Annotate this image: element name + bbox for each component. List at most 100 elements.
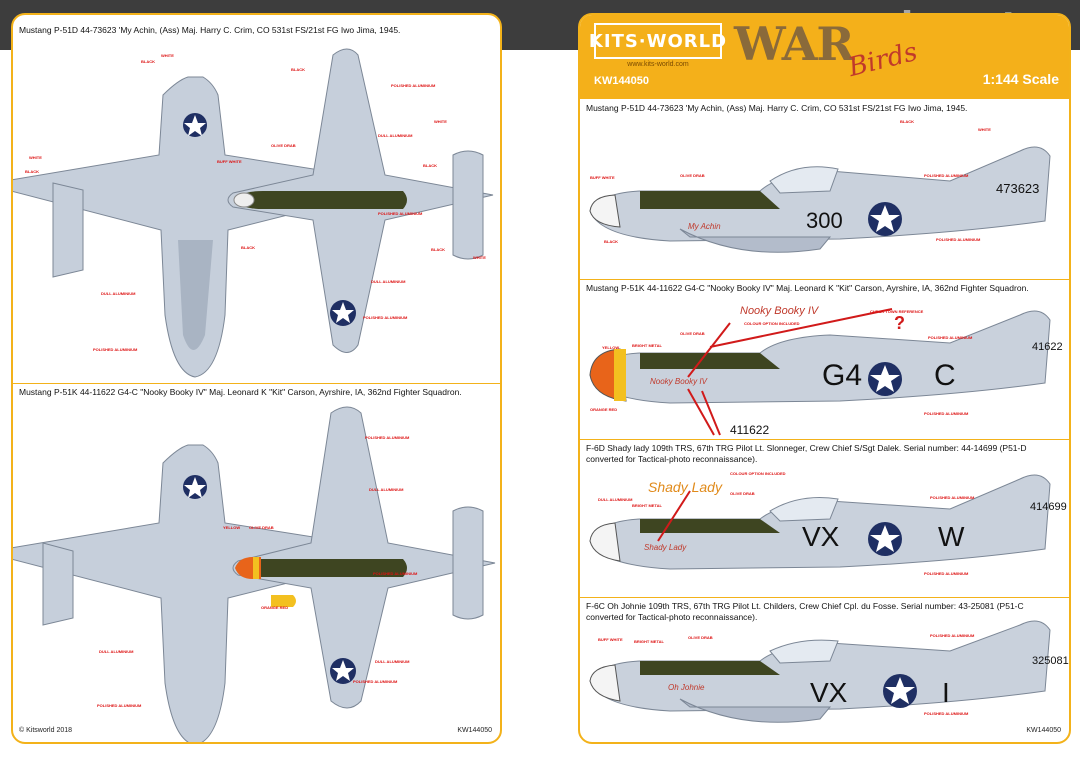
callout-white-2: WHITE [434, 119, 447, 124]
callout-black-6: BLACK [25, 169, 39, 174]
r-callout-olive-2: OLIVE DRAB [680, 331, 705, 336]
p1-nose-art: My Achin [688, 222, 721, 231]
p3-serial: 414699 [1030, 501, 1067, 513]
r-callout-olive-4: OLIVE DRAB [688, 635, 713, 640]
copyright: © Kitsworld 2018 [19, 727, 73, 734]
callout-black: BLACK [141, 59, 155, 64]
divider-2 [580, 439, 1069, 440]
callout-orange: ORANGE RED [261, 605, 289, 610]
r-callout-orange: ORANGE RED [590, 407, 618, 412]
callout-polished-6: POLISHED ALUMINIUM [373, 571, 418, 576]
r-callout-buff-2: BUFF WHITE [598, 637, 623, 642]
profile-4-f6c [589, 620, 1051, 723]
callout-black-5: BLACK [241, 245, 255, 250]
caption-profile-2: Mustang P-51K 44-11622 G4-C "Nooky Booky… [586, 283, 1029, 293]
p2-nose-art-callout: Nooky Booky IV [740, 305, 819, 317]
callout-polished-7: POLISHED ALUMINIUM [353, 679, 398, 684]
p51k-top-view [13, 444, 388, 742]
warbirds-logo: WAR [734, 17, 855, 71]
p51d-side-view [227, 48, 494, 353]
callout-yellow: YELLOW [223, 525, 241, 530]
p3-nose-art-callout: Shady Lady [648, 479, 722, 495]
profile-2-p51k [589, 308, 1051, 436]
r-callout-check: CHECK TOWN REFERENCE [870, 309, 924, 314]
p2-code-right: C [934, 359, 956, 392]
r-callout-bright-2: BRIGHT METAL [632, 503, 662, 508]
r-callout-colour: COLOUR OPTION INCLUDED [744, 321, 800, 326]
r-callout-polished-2: POLISHED ALUMINIUM [936, 237, 981, 242]
callout-polished-5: POLISHED ALUMINIUM [365, 435, 410, 440]
callout-white: WHITE [161, 53, 174, 58]
callout-dull-6: DULL ALUMINIUM [99, 649, 134, 654]
r-callout-buff: BUFF WHITE [590, 175, 615, 180]
r-callout-polished-8: POLISHED ALUMINIUM [924, 711, 969, 716]
p2-serial: 411622 [730, 423, 770, 437]
p2-nose-art: Nooky Booky IV [650, 377, 707, 386]
callout-dull: DULL ALUMINIUM [378, 133, 413, 138]
caption-profile-1: Mustang P-51D 44-73623 'My Achin, (Ass) … [586, 103, 968, 113]
right-product-code: KW144050 [1026, 727, 1061, 734]
r-callout-dull: DULL ALUMINIUM [598, 497, 633, 502]
divider [13, 383, 500, 384]
r-callout-black: BLACK [900, 119, 914, 124]
r-callout-polished-4: POLISHED ALUMINIUM [924, 411, 969, 416]
callout-polished-2: POLISHED ALUMINIUM [378, 211, 423, 216]
profile-1-p51d [589, 146, 1051, 253]
callout-black-4: BLACK [431, 247, 445, 252]
callout-olive: OLIVE DRAB [271, 143, 296, 148]
callout-black-2: BLACK [291, 67, 305, 72]
p2-code-left: G4 [822, 359, 863, 392]
r-callout-polished-3: POLISHED ALUMINIUM [928, 335, 973, 340]
r-callout-olive-3: OLIVE DRAB [730, 491, 755, 496]
r-callout-bright-3: BRIGHT METAL [634, 639, 664, 644]
p3-nose-art: Shady Lady [644, 543, 687, 552]
r-callout-olive: OLIVE DRAB [680, 173, 705, 178]
callout-white-3: WHITE [473, 255, 486, 260]
callout-buff: BUFF WHITE [217, 159, 242, 164]
p2-serial-top: 41622 [1032, 341, 1063, 353]
r-callout-polished-7: POLISHED ALUMINIUM [930, 633, 975, 638]
callout-black-3: BLACK [423, 163, 437, 168]
callout-dull-5: DULL ALUMINIUM [375, 659, 410, 664]
callout-dull-2: DULL ALUMINIUM [371, 279, 406, 284]
divider-1 [580, 279, 1069, 280]
r-callout-yellow: YELLOW [602, 345, 620, 350]
right-decal-sheet: KITS·WORLD www.kits-world.com KW144050 W… [578, 13, 1071, 744]
warbirds-script: Birds [845, 36, 921, 84]
caption-p51k-bottom: Mustang P-51K 44-11622 G4-C "Nooky Booky… [19, 387, 462, 397]
r-callout-white: WHITE [978, 127, 991, 132]
caption-profile-4: F-6C Oh Johnie 109th TRS, 67th TRG Pilot… [586, 601, 1024, 622]
brand-url: www.kits-world.com [627, 61, 689, 68]
callout-polished-4: POLISHED ALUMINIUM [93, 347, 138, 352]
r-callout-polished-5: POLISHED ALUMINIUM [930, 495, 975, 500]
caption-p51d-top: Mustang P-51D 44-73623 'My Achin, (Ass) … [19, 25, 401, 35]
callout-polished-3: POLISHED ALUMINIUM [363, 315, 408, 320]
p51d-top-view [13, 76, 388, 378]
p4-nose-art: Oh Johnie [668, 683, 705, 692]
caption-profile-3: F-6D Shady lady 109th TRS, 67th TRG Pilo… [586, 443, 1027, 464]
callout-polished: POLISHED ALUMINIUM [391, 83, 436, 88]
scale-label: 1:144 Scale [982, 71, 1059, 87]
p4-code-right: I [942, 677, 950, 708]
r-callout-polished-6: POLISHED ALUMINIUM [924, 571, 969, 576]
profile-3-f6d [589, 474, 1051, 570]
p51k-side-view [232, 406, 496, 709]
p1-serial: 473623 [996, 181, 1040, 196]
callout-polished-8: POLISHED ALUMINIUM [97, 703, 142, 708]
p4-serial: 325081 [1032, 655, 1069, 667]
callout-dull-3: DULL ALUMINIUM [101, 291, 136, 296]
r-callout-black-2: BLACK [604, 239, 618, 244]
r-callout-bright: BRIGHT METAL [632, 343, 662, 348]
r-callout-polished: POLISHED ALUMINIUM [924, 173, 969, 178]
question-mark: ? [894, 313, 905, 333]
callout-olive-2: OLIVE DRAB [249, 525, 274, 530]
divider-3 [580, 597, 1069, 598]
product-code: KW144050 [594, 75, 650, 87]
p3-code-right: W [938, 521, 965, 552]
p4-code-left: VX [810, 677, 848, 708]
p3-code-left: VX [802, 521, 840, 552]
left-decal-sheet: Mustang P-51D 44-73623 'My Achin, (Ass) … [11, 13, 502, 744]
left-product-code: KW144050 [457, 727, 492, 734]
kitsworld-logo: KITS·WORLD [589, 23, 726, 59]
r-callout-colour-2: COLOUR OPTION INCLUDED [730, 471, 786, 476]
